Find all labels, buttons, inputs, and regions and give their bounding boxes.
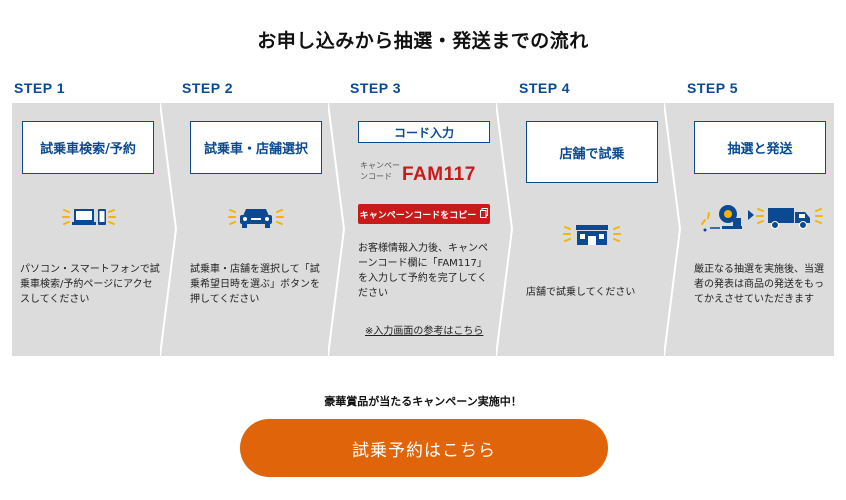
step-1-description: パソコン・スマートフォンで試乗車検索/予約ページにアクセスしてください	[20, 264, 160, 305]
step-4-description: 店舗で試乗してください	[526, 287, 636, 298]
step-5-description: 厳正なる抽選を実施後、当選者の発表は商品の発送をもってかえさせていただきます	[694, 264, 824, 305]
step-1-box: 試乗車検索/予約	[22, 121, 154, 174]
lottery-delivery-icon	[700, 200, 824, 234]
car-icon	[228, 202, 284, 232]
step-2-label: STEP 2	[182, 80, 233, 96]
campaign-note: 豪華賞品が当たるキャンペーン実施中！	[324, 395, 522, 408]
step-2-description: 試乗車・店舗を選択して「試乗希望日時を選ぶ」ボタンを押してください	[190, 264, 320, 305]
input-screen-reference-link[interactable]: ※入力画面の参考はこちら	[365, 326, 484, 337]
test-drive-reservation-button[interactable]: 試乗予約はこちら	[240, 419, 608, 477]
campaign-code-label: キャンペーンコード	[360, 161, 400, 181]
step-2-box: 試乗車・店舗選択	[190, 121, 322, 174]
step-separator	[328, 103, 346, 356]
step-3-label: STEP 3	[350, 80, 401, 96]
copy-icon	[480, 207, 489, 221]
step-separator	[160, 103, 178, 356]
step-1-label: STEP 1	[14, 80, 65, 96]
step-5-box: 抽選と発送	[694, 121, 826, 174]
step-separator	[664, 103, 682, 356]
copy-button-label: キャンペーンコードをコピー	[359, 210, 477, 221]
step-3-box: コード入力	[358, 121, 490, 143]
laptop-phone-icon	[62, 202, 116, 232]
step-5-label: STEP 5	[687, 80, 738, 96]
step-separator	[496, 103, 514, 356]
copy-code-button[interactable]: キャンペーンコードをコピー	[358, 204, 490, 224]
page-title: お申し込みから抽選・発送までの流れ	[257, 30, 589, 52]
store-icon	[563, 219, 621, 249]
step-4-label: STEP 4	[519, 80, 570, 96]
step-3-description: お客様情報入力後、キャンペーンコード欄に「FAM117」を入力して予約を完了して…	[358, 243, 488, 299]
step-4-box: 店舗で試乗	[526, 121, 658, 183]
campaign-code: FAM117	[402, 164, 476, 185]
